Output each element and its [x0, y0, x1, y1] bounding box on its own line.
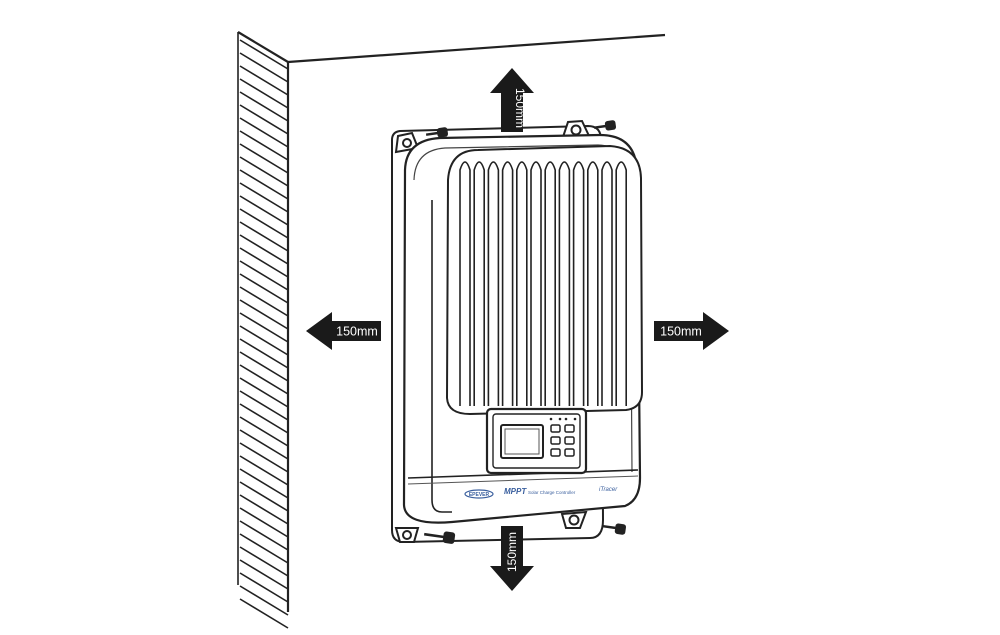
- hatch-line: [239, 234, 289, 265]
- hatch-line: [239, 585, 289, 616]
- heatsink-fin: [572, 161, 585, 406]
- heatsink-fin: [473, 161, 485, 406]
- heatsink-fin: [530, 161, 542, 406]
- arrow-right: 150mm: [654, 312, 729, 350]
- lcd-screen-inner: [504, 428, 540, 455]
- arrow-down: 150mm: [490, 526, 534, 591]
- clearance-bottom-label: 150mm: [505, 532, 519, 572]
- hatch-line: [239, 377, 289, 408]
- clearance-left-label: 150mm: [336, 325, 378, 339]
- arrow-up-icon: [490, 68, 534, 132]
- hatch-line: [239, 260, 289, 291]
- screw-icon: [424, 531, 456, 544]
- key-button: [564, 448, 575, 457]
- hatch-line: [239, 208, 289, 239]
- keypad: [550, 424, 575, 457]
- hatch-line: [239, 494, 289, 525]
- hatch-line: [239, 104, 289, 135]
- heatsink-fin: [558, 161, 571, 406]
- heatsink-fins: [459, 161, 627, 406]
- charge-controller: EPEVER MPPT Solar Charge Controller iTra…: [391, 119, 644, 544]
- clearance-right-label: 150mm: [660, 325, 702, 339]
- wall-side-hatching: [237, 32, 289, 629]
- brand-logo-oval: [464, 489, 494, 499]
- screw-icon: [425, 127, 449, 138]
- hatch-line: [239, 221, 289, 252]
- side-cover: [431, 200, 452, 513]
- hatch-line: [239, 442, 289, 473]
- heatsink-fin: [615, 161, 627, 406]
- subtitle-label: Solar Charge Controller: [528, 490, 576, 495]
- panel-divider-2: [407, 475, 639, 485]
- arrow-left: 150mm: [306, 312, 381, 350]
- arrow-up: 150mm: [490, 68, 534, 132]
- hatch-line: [239, 546, 289, 577]
- hatch-line: [239, 143, 289, 174]
- hatch-line: [239, 533, 289, 564]
- hatch-line: [239, 390, 289, 421]
- hatch-line: [239, 364, 289, 395]
- brand-logo: EPEVER: [469, 492, 490, 498]
- hatch-line: [239, 507, 289, 538]
- series-label: iTracer: [599, 487, 618, 493]
- hatch-line: [239, 312, 289, 343]
- hatch-line: [239, 468, 289, 499]
- model-line-label: MPPT: [504, 487, 527, 496]
- hatch-line: [239, 91, 289, 122]
- hatch-line: [239, 169, 289, 200]
- heatsink-fin: [587, 161, 599, 406]
- hatch-line: [239, 338, 289, 369]
- clearance-top-label: 150mm: [513, 88, 527, 128]
- hatch-line: [239, 195, 289, 226]
- key-button: [550, 424, 561, 433]
- hatch-line: [239, 559, 289, 590]
- hatch-line: [239, 182, 289, 213]
- indicator-leds: [549, 417, 577, 421]
- hatch-line: [239, 130, 289, 161]
- mounting-ear-bottom-left: [394, 527, 420, 543]
- mounting-ear-bottom-right: [560, 510, 588, 529]
- hatch-line: [239, 455, 289, 486]
- heatsink-fin: [501, 161, 514, 406]
- screw-icon: [593, 120, 617, 131]
- arrow-down-icon: [490, 526, 534, 591]
- hatch-line: [239, 351, 289, 382]
- heatsink-fin: [487, 161, 500, 406]
- heatsink-fin: [544, 161, 556, 406]
- screw-icon: [601, 523, 627, 535]
- arrow-right-icon: [654, 312, 729, 350]
- hatch-line: [239, 39, 289, 70]
- hatch-line: [239, 117, 289, 148]
- heatsink-fin: [516, 161, 528, 406]
- hatch-line: [239, 325, 289, 356]
- device-labels: EPEVER MPPT Solar Charge Controller iTra…: [464, 487, 618, 499]
- hatch-line: [239, 429, 289, 460]
- key-button: [550, 436, 561, 445]
- hatch-line: [239, 481, 289, 512]
- screws: [424, 120, 627, 544]
- hatch-line: [239, 416, 289, 447]
- hatch-line: [239, 156, 289, 187]
- hatch-line: [239, 598, 289, 629]
- hatch-line: [239, 78, 289, 109]
- hatch-line: [239, 247, 289, 278]
- arrow-left-icon: [306, 312, 381, 350]
- key-button: [564, 436, 575, 445]
- heatsink-fin: [459, 161, 471, 406]
- hatch-line: [239, 52, 289, 83]
- hatch-line: [239, 286, 289, 317]
- wall-outline: [237, 31, 666, 612]
- hatch-line: [239, 273, 289, 304]
- hatch-line: [239, 572, 289, 603]
- hatch-line: [239, 65, 289, 96]
- hatch-line: [239, 299, 289, 330]
- heatsink-fin: [601, 161, 613, 406]
- key-button: [550, 448, 561, 457]
- hatch-line: [239, 403, 289, 434]
- hatch-line: [239, 520, 289, 551]
- key-button: [564, 424, 575, 433]
